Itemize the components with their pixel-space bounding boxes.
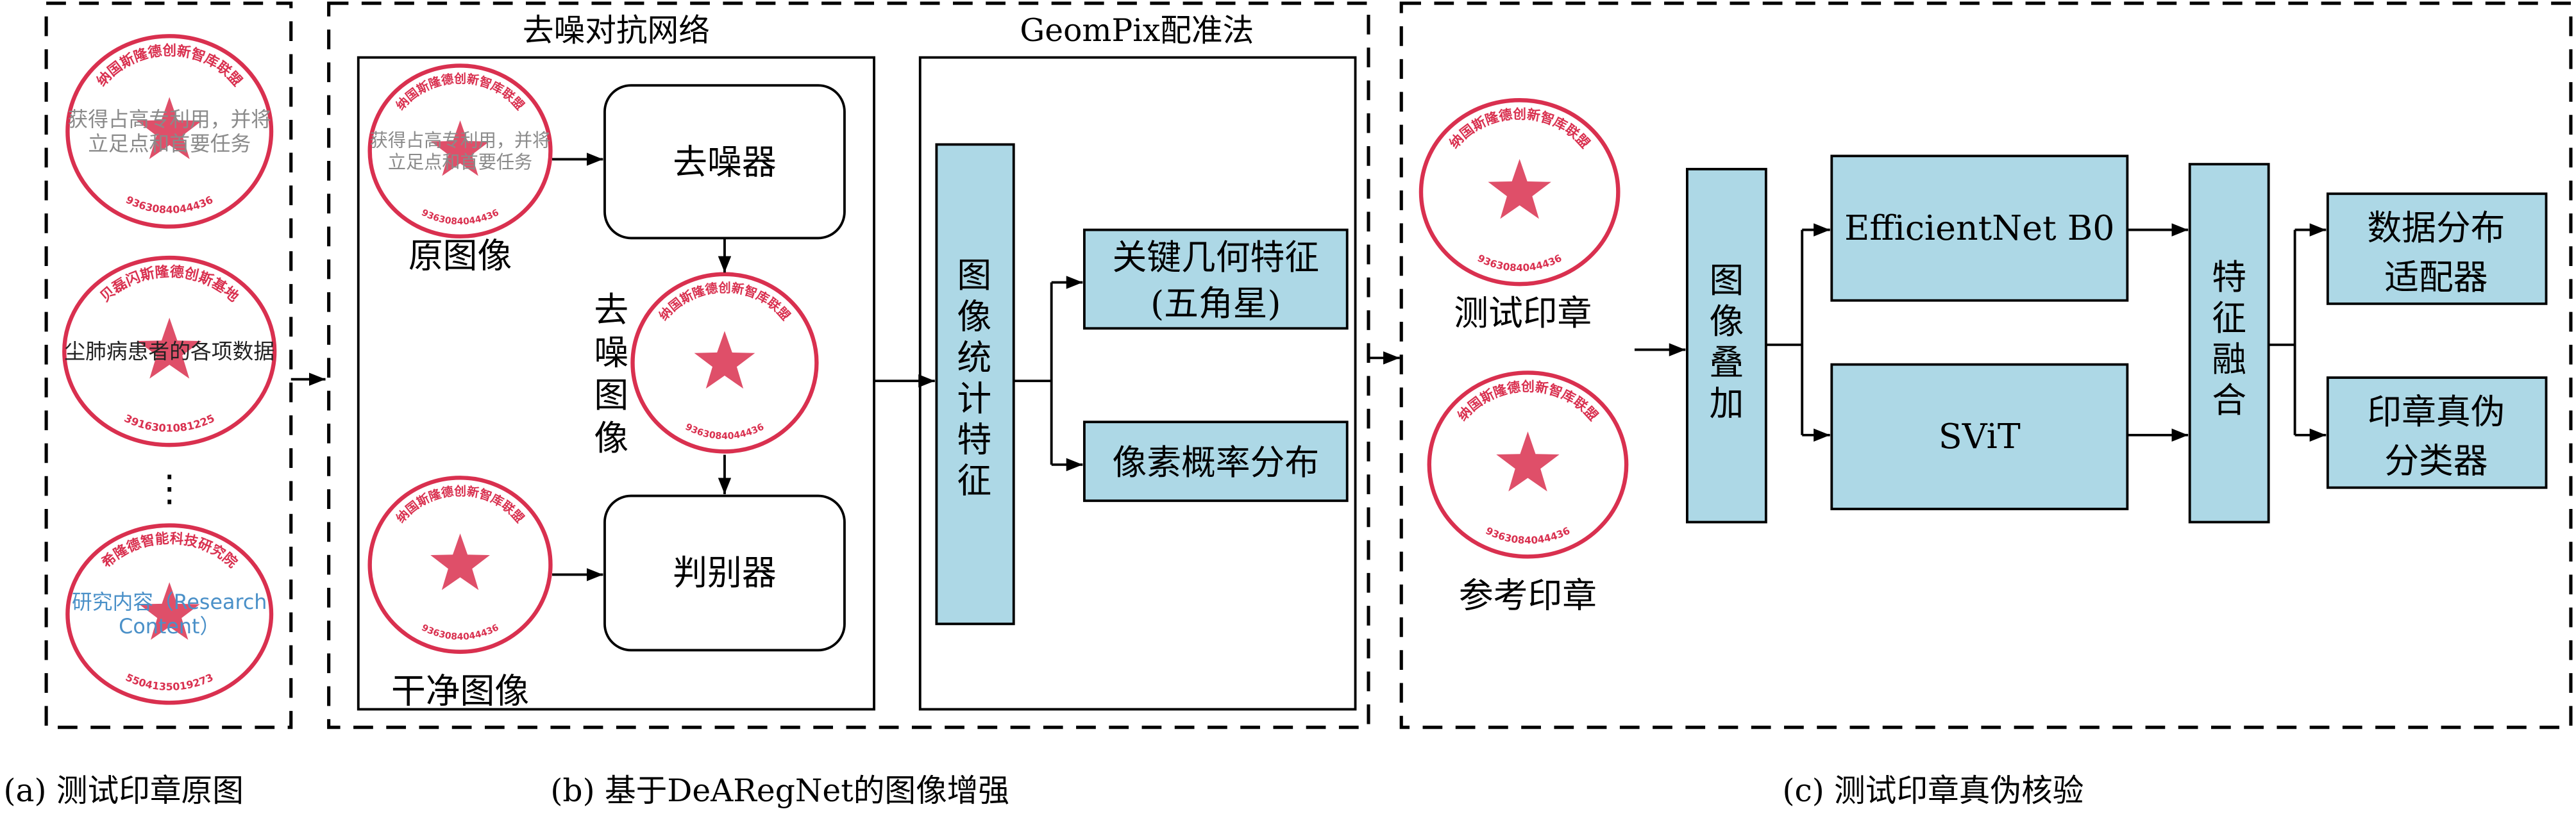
overlay-label: 图 像 叠 加 xyxy=(1710,260,1744,424)
stamp-border xyxy=(1418,98,1621,287)
classifier-label-line2: 分类器 xyxy=(2384,441,2488,481)
svg-text:像: 像 xyxy=(594,418,628,458)
svg-text:计: 计 xyxy=(957,378,991,419)
overlay-text: Content） xyxy=(119,615,220,638)
stamp-border xyxy=(65,523,274,705)
stamp-number: 9363084044436 xyxy=(419,208,500,227)
star-icon xyxy=(430,533,490,590)
stamp-border xyxy=(367,63,553,239)
ref-stamp-label: 参考印章 xyxy=(1459,576,1597,616)
stamp-number: 9363084044436 xyxy=(1484,525,1572,546)
efficientnet-label: EfficientNet B0 xyxy=(1844,208,2114,248)
svg-text:加: 加 xyxy=(1710,383,1744,424)
branch-connector-c1 xyxy=(1765,229,1804,435)
stamp-number: 3916301081225 xyxy=(122,412,217,435)
svg-text:像: 像 xyxy=(957,296,991,337)
svg-text:统: 统 xyxy=(957,337,991,378)
svg-text:融: 融 xyxy=(2212,339,2246,379)
overlay-text: 研究内容（Research xyxy=(72,591,267,614)
stat-features-block xyxy=(935,143,1015,626)
stamp-number: 5504135019273 xyxy=(124,671,215,693)
denoiser-label: 去噪器 xyxy=(673,142,776,183)
geom-feature-block xyxy=(1082,228,1349,330)
star-icon xyxy=(694,331,755,389)
star-icon xyxy=(1496,431,1560,492)
gan-box xyxy=(357,56,875,711)
denoised-image-label: 去 噪 图 像 xyxy=(594,290,628,458)
caption-c: (c) 测试印章真伪核验 xyxy=(1782,773,2084,809)
pixel-dist-block xyxy=(1082,420,1349,503)
fusion-block xyxy=(2188,163,2270,524)
efficientnet-block xyxy=(1830,154,2129,302)
geom-feature-label: 关键几何特征 xyxy=(1113,237,1320,278)
gan-title: 去噪对抗网络 xyxy=(523,13,710,49)
discriminator-label: 判别器 xyxy=(673,553,776,593)
classifier-label-line1: 印章真伪 xyxy=(2367,392,2505,432)
test-stamp-label: 测试印章 xyxy=(1454,293,1592,333)
ellipsis: ⋮ xyxy=(151,468,187,510)
star-icon xyxy=(137,317,202,379)
stamp-border xyxy=(65,34,274,229)
stamp-number: 9363084044436 xyxy=(124,194,215,216)
star-icon xyxy=(137,97,203,160)
classifier-block xyxy=(2326,376,2548,489)
overlay-text: 立足点和首要任务 xyxy=(88,133,251,156)
svg-text:图: 图 xyxy=(957,255,991,296)
caption-b: (b) 基于DeARegNet的图像增强 xyxy=(550,773,1009,809)
overlay-text: 立足点和首要任务 xyxy=(388,152,532,173)
caption-a: (a) 测试印章原图 xyxy=(4,773,244,809)
star-icon xyxy=(139,582,200,640)
overlay-text: 获得占高专利用，并将 xyxy=(370,130,551,151)
stamp-border xyxy=(630,272,819,454)
overlay-text: 尘肺病患者的各项数据 xyxy=(64,340,274,364)
svg-text:去: 去 xyxy=(594,290,628,330)
pixel-dist-label: 像素概率分布 xyxy=(1113,442,1320,483)
geom-title: GeomPix配准法 xyxy=(1020,13,1254,49)
stamp-number: 9363084044436 xyxy=(684,422,766,442)
adapter-label-line1: 数据分布 xyxy=(2367,208,2505,248)
adapter-label-line2: 适配器 xyxy=(2384,257,2488,297)
clean-image-label: 干净图像 xyxy=(391,670,529,711)
branch-connector-c2 xyxy=(2268,229,2296,435)
panel-c-frame xyxy=(1399,1,2573,729)
svg-text:图: 图 xyxy=(1710,260,1744,301)
overlay-text: 获得占高专利用，并将 xyxy=(67,108,271,131)
svg-text:征: 征 xyxy=(957,460,991,501)
fusion-label: 特 征 融 合 xyxy=(2212,257,2246,420)
discriminator-block xyxy=(603,494,846,652)
stamp-border xyxy=(367,476,553,654)
stamp-number: 9363084044436 xyxy=(420,622,501,642)
geom-feature-sublabel: (五角星) xyxy=(1150,283,1281,324)
stamp-number: 9363084044436 xyxy=(1476,253,1563,274)
panel-b-frame xyxy=(327,1,1370,729)
svg-text:特: 特 xyxy=(957,419,991,460)
svit-label: SViT xyxy=(1939,416,2021,456)
svg-text:特: 特 xyxy=(2212,257,2246,297)
original-image-label: 原图像 xyxy=(408,236,512,276)
star-icon xyxy=(1488,158,1551,219)
svg-text:像: 像 xyxy=(1710,301,1744,342)
adapter-block xyxy=(2326,192,2548,305)
svg-text:噪: 噪 xyxy=(594,333,628,373)
stamp-a1: 纳国斯隆德创新智库联盟9363084044436获得占高专利用，并将立足点和首要… xyxy=(65,34,274,229)
stamp-border xyxy=(62,255,277,447)
panel-a-frame xyxy=(44,1,293,729)
stat-features-label: 图 像 统 计 特 征 xyxy=(957,255,991,501)
svg-text:合: 合 xyxy=(2212,380,2246,420)
star-icon xyxy=(430,120,490,176)
svg-text:叠: 叠 xyxy=(1710,342,1744,383)
svg-text:征: 征 xyxy=(2212,298,2246,338)
svit-block xyxy=(1830,363,2129,510)
branch-connector-b xyxy=(1013,282,1053,465)
stamp-a3: 希隆德智能科技研究院5504135019273研究内容（ResearchCont… xyxy=(65,523,274,705)
stamp-border xyxy=(1427,371,1629,559)
svg-text:图: 图 xyxy=(594,375,628,415)
original-stamp: 纳国斯隆德创新智库联盟9363084044436获得占高专利用，并将立足点和首要… xyxy=(367,63,553,239)
